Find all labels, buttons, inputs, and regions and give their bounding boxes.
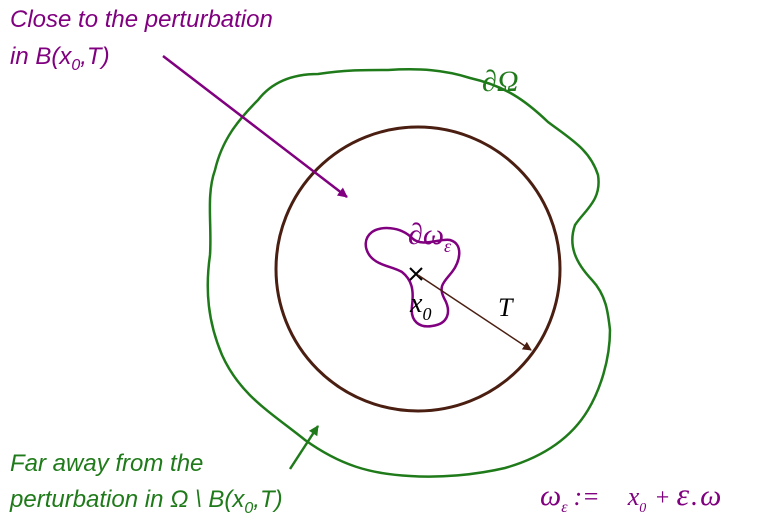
far-label-line2: perturbation in Ω \ B(x0,T) [9,486,283,517]
close-label-line1: Close to the perturbation [10,6,273,33]
ball-circle [274,125,562,413]
domain-boundary-label: ∂Ω [482,65,519,98]
radius-arrow [417,274,532,351]
close-arrow [162,55,348,198]
hole-boundary-label: ∂ωε [408,218,452,256]
definition-formula: ωε:=x0+ε.ω [540,476,721,516]
radius-label: T [498,293,514,322]
center-cross-marker [409,267,423,281]
far-arrow [288,425,320,470]
domain-boundary-curve [206,68,612,478]
center-label: x0 [409,288,431,324]
hole-boundary-curve [364,226,461,328]
close-label-line2: in B(x0,T) [10,43,110,74]
far-label-line1: Far away from the [10,450,203,477]
